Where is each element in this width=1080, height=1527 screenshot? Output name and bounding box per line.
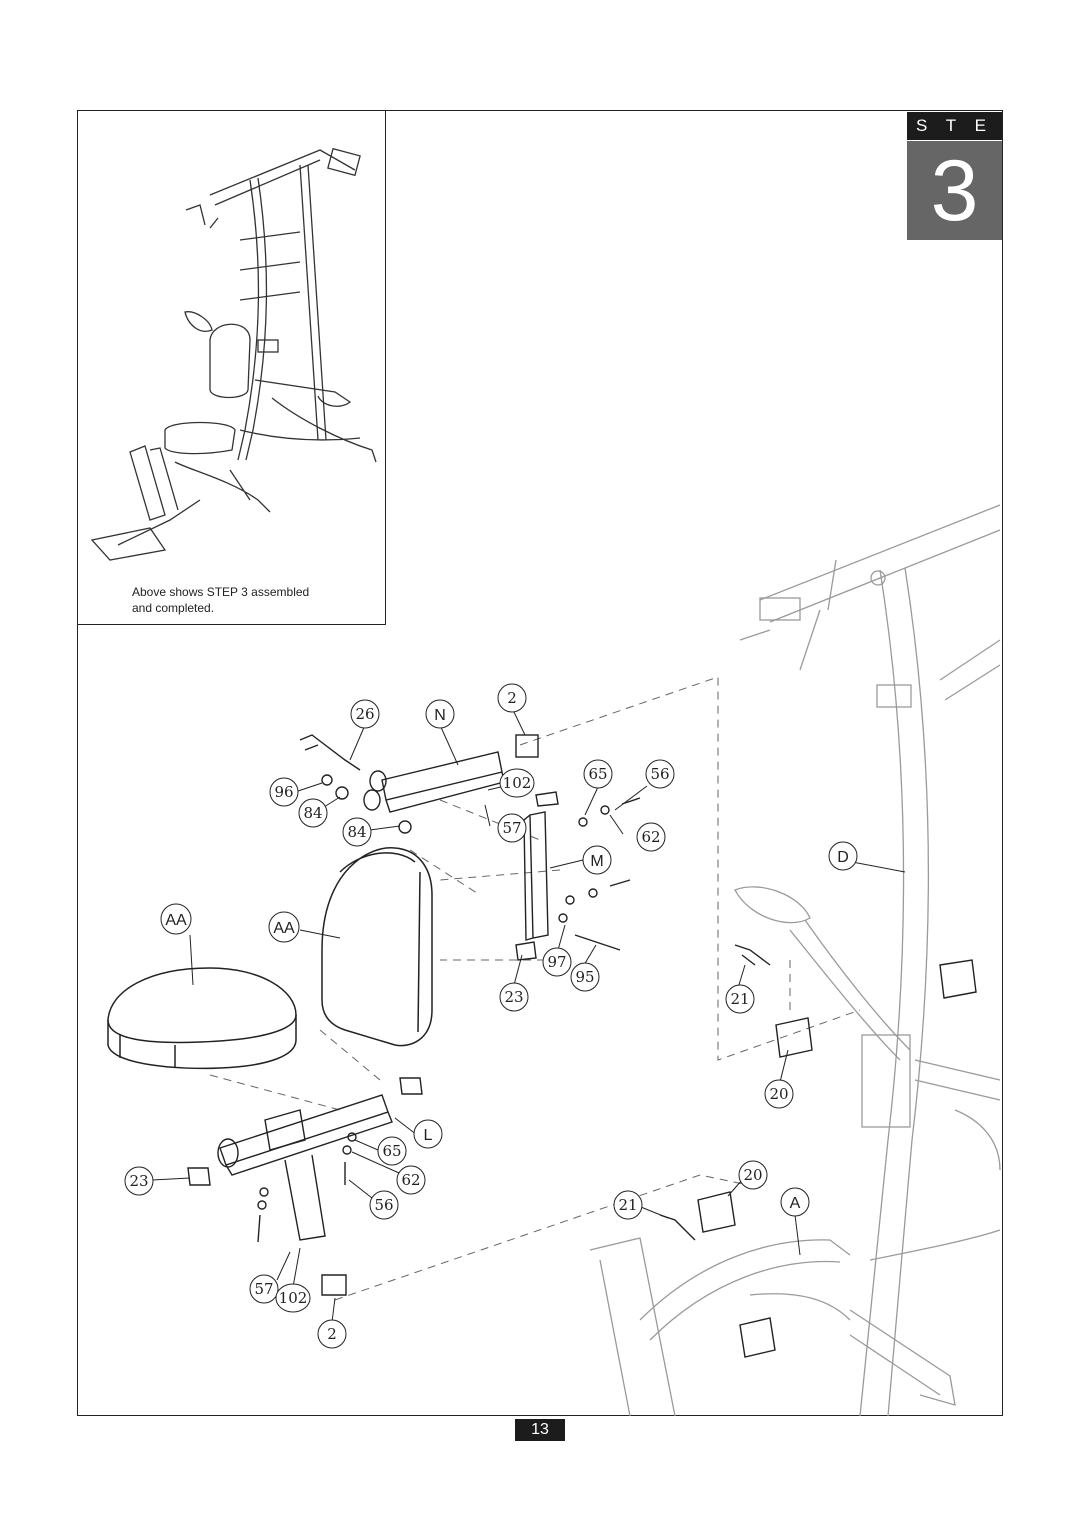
label-62-top: 62 bbox=[636, 822, 666, 852]
svg-text:26: 26 bbox=[355, 705, 374, 723]
label-84-right: 84 bbox=[342, 817, 372, 847]
svg-text:2: 2 bbox=[327, 1325, 337, 1343]
label-26: 26 bbox=[350, 699, 380, 729]
svg-text:62: 62 bbox=[401, 1171, 420, 1189]
svg-text:102: 102 bbox=[279, 1289, 308, 1307]
label-AA-back: AA bbox=[268, 911, 300, 943]
seat-support-part bbox=[187, 1077, 423, 1296]
step-number: 3 bbox=[907, 141, 1002, 240]
svg-text:84: 84 bbox=[303, 804, 322, 822]
label-23-top: 23 bbox=[499, 982, 529, 1012]
label-65-top: 65 bbox=[583, 759, 613, 789]
svg-text:56: 56 bbox=[374, 1196, 393, 1214]
label-21-top: 21 bbox=[725, 984, 755, 1014]
svg-text:62: 62 bbox=[641, 828, 660, 846]
label-96: 96 bbox=[269, 777, 299, 807]
label-84-left: 84 bbox=[298, 798, 328, 828]
svg-text:84: 84 bbox=[347, 823, 366, 841]
assembled-preview-panel bbox=[77, 110, 386, 625]
backrest-pad bbox=[321, 847, 433, 1047]
label-M: M bbox=[582, 845, 612, 875]
label-20-bottom: 20 bbox=[738, 1160, 768, 1190]
svg-text:57: 57 bbox=[254, 1280, 273, 1298]
frame-illustration bbox=[589, 504, 1001, 1417]
svg-text:D: D bbox=[837, 849, 849, 866]
label-L: L bbox=[413, 1119, 443, 1149]
svg-text:65: 65 bbox=[382, 1142, 401, 1160]
svg-text:M: M bbox=[590, 853, 603, 870]
label-62-bottom: 62 bbox=[396, 1165, 426, 1195]
caption-line-1: Above shows STEP 3 assembled bbox=[132, 585, 310, 599]
svg-text:N: N bbox=[434, 707, 446, 724]
page-frame bbox=[77, 110, 1003, 1416]
page-number: 13 bbox=[515, 1419, 565, 1441]
svg-text:AA: AA bbox=[165, 912, 187, 929]
svg-text:23: 23 bbox=[504, 988, 523, 1006]
label-102-bottom: 102 bbox=[275, 1283, 311, 1313]
svg-text:57: 57 bbox=[502, 819, 521, 837]
svg-text:A: A bbox=[790, 1195, 801, 1212]
svg-text:20: 20 bbox=[743, 1166, 762, 1184]
alignment-guides bbox=[209, 676, 861, 1301]
caption-line-2: and completed. bbox=[132, 601, 215, 615]
svg-text:20: 20 bbox=[769, 1085, 788, 1103]
label-21-bottom: 21 bbox=[613, 1190, 643, 1220]
step-header: S T E P bbox=[907, 112, 1002, 163]
svg-text:AA: AA bbox=[273, 920, 295, 937]
label-95: 95 bbox=[570, 962, 600, 992]
svg-text:65: 65 bbox=[588, 765, 607, 783]
svg-text:102: 102 bbox=[503, 774, 532, 792]
svg-text:23: 23 bbox=[129, 1172, 148, 1190]
svg-text:2: 2 bbox=[507, 689, 517, 707]
label-56-top: 56 bbox=[645, 759, 675, 789]
assembled-machine-illustration bbox=[90, 147, 377, 561]
svg-text:97: 97 bbox=[547, 953, 566, 971]
label-N: N bbox=[425, 699, 455, 729]
label-23-bottom: 23 bbox=[124, 1166, 154, 1196]
svg-text:95: 95 bbox=[575, 968, 594, 986]
upright-part bbox=[515, 791, 641, 961]
label-A: A bbox=[780, 1187, 810, 1217]
svg-text:L: L bbox=[424, 1127, 433, 1144]
label-57-top: 57 bbox=[497, 813, 527, 843]
label-97: 97 bbox=[542, 947, 572, 977]
assembled-caption: Above shows STEP 3 assembled and complet… bbox=[132, 584, 372, 616]
label-2-bottom: 2 bbox=[317, 1319, 347, 1349]
label-AA-seat: AA bbox=[160, 903, 192, 935]
label-2-top: 2 bbox=[497, 683, 527, 713]
label-57-bottom: 57 bbox=[249, 1274, 279, 1304]
label-D: D bbox=[828, 841, 858, 871]
svg-text:96: 96 bbox=[274, 783, 293, 801]
label-65-bottom: 65 bbox=[377, 1136, 407, 1166]
bracket-connectors bbox=[659, 944, 977, 1358]
label-20-top: 20 bbox=[764, 1079, 794, 1109]
label-56-bottom: 56 bbox=[369, 1190, 399, 1220]
svg-text:21: 21 bbox=[730, 990, 749, 1008]
seat-pad bbox=[107, 967, 297, 1070]
svg-text:56: 56 bbox=[650, 765, 669, 783]
svg-text:21: 21 bbox=[618, 1196, 637, 1214]
part-labels: 26 N 2 96 84 84 102 65 56 57 62 M D AA A… bbox=[124, 683, 858, 1349]
label-102-top: 102 bbox=[499, 768, 535, 798]
leader-lines bbox=[151, 709, 906, 1323]
